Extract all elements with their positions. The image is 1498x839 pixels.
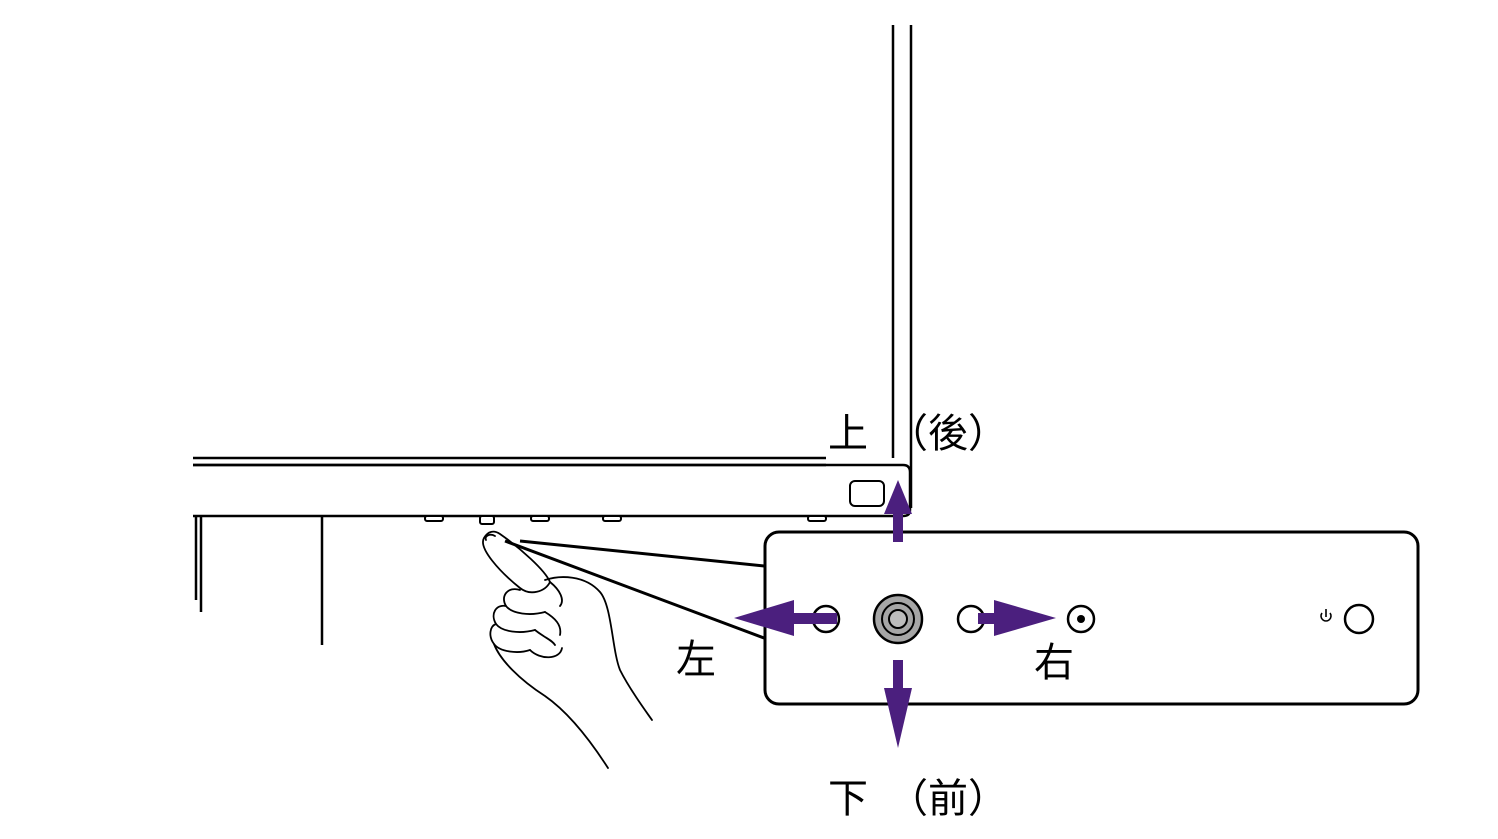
label-left: 左 (676, 637, 716, 683)
hand-icon (482, 530, 653, 769)
joystick-icon (872, 593, 924, 645)
bezel-button (424, 515, 444, 522)
bezel-joystick (479, 515, 495, 525)
bezel-button (530, 515, 550, 522)
label-down: 下 （前） (828, 776, 1008, 822)
bezel-power-button (807, 515, 827, 522)
monitor-bezel (193, 463, 912, 518)
direction-arrows (734, 480, 1056, 748)
monitor-stand (194, 516, 324, 645)
arrow-left-icon (734, 600, 837, 636)
arrow-up-icon (884, 480, 912, 542)
power-icon (1320, 609, 1332, 622)
bezel-button (602, 515, 622, 522)
label-up: 上 （後） (828, 411, 1008, 457)
monitor-screen (193, 25, 913, 508)
label-right: 右 (1034, 640, 1074, 686)
power-button (1343, 603, 1375, 635)
callout-lines (504, 539, 765, 640)
logo-sensor-icon (849, 480, 885, 507)
target-button-icon (1066, 604, 1096, 634)
arrow-down-icon (884, 660, 912, 748)
bezel-buttons (424, 515, 827, 525)
arrow-right-icon (978, 600, 1056, 636)
